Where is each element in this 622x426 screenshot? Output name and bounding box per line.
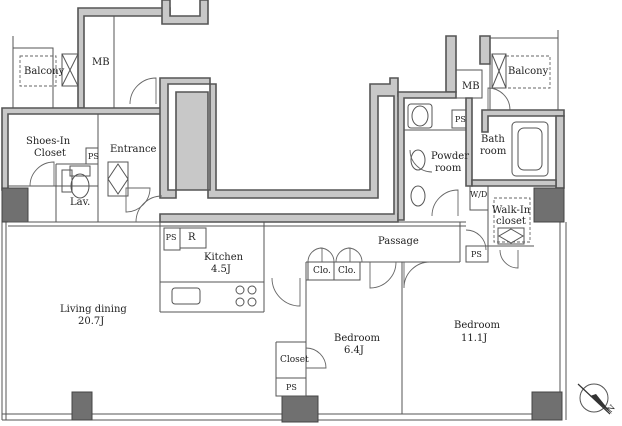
powder-room-label-2: room xyxy=(435,163,462,174)
ps-walkin-label: PS xyxy=(471,250,482,259)
balcony-left-label: Balcony xyxy=(24,66,65,77)
balcony-right-outline xyxy=(445,30,559,111)
clo-2-label: Clo. xyxy=(338,266,356,276)
ps-kitchen-label: PS xyxy=(165,233,177,242)
shoes-closet-label-2: Closet xyxy=(34,148,66,159)
refrigerator-label: R xyxy=(188,232,196,243)
passage-label: Passage xyxy=(378,236,419,247)
bath-label-2: room xyxy=(480,146,507,157)
kitchen-label: Kitchen xyxy=(204,252,244,263)
living-dining-size-label: 20.7J xyxy=(78,316,105,327)
closet-label: Closet xyxy=(280,355,309,365)
clo-1-label: Clo. xyxy=(313,266,331,276)
ps-bath-label: PS xyxy=(455,115,466,124)
living-dining-label: Living dining xyxy=(60,304,127,315)
bedroom-2-label: Bedroom xyxy=(454,320,500,331)
walk-in-closet-label-2: closet xyxy=(496,216,526,227)
bedroom-2-size-label: 11.1J xyxy=(461,333,488,344)
north-arrow-icon xyxy=(577,383,612,415)
mb-left-label: MB xyxy=(92,57,110,68)
pillars xyxy=(1,187,565,423)
kitchen-size-label: 4.5J xyxy=(211,264,231,275)
shoes-closet-label-1: Shoes-In xyxy=(26,136,71,147)
ps-bedroom-label: PS xyxy=(286,383,297,392)
balcony-right-label: Balcony xyxy=(508,66,549,77)
doors xyxy=(29,149,519,369)
ps-entry-label: PS xyxy=(88,152,99,161)
bedroom-1-label: Bedroom xyxy=(334,333,380,344)
entrance-label: Entrance xyxy=(110,144,157,155)
outer-window-lines xyxy=(1,222,567,421)
fixtures xyxy=(61,103,549,307)
powder-room-label-1: Powder xyxy=(431,151,470,162)
mb-right-label: MB xyxy=(462,81,480,92)
bath-label-1: Bath xyxy=(481,134,505,145)
interior-partitions xyxy=(8,97,534,414)
wd-label: W/D xyxy=(470,190,488,199)
lav-label: Lav. xyxy=(70,197,91,208)
bedroom-1-size-label: 6.4J xyxy=(344,345,364,356)
walk-in-closet-label-1: Walk-In xyxy=(492,205,531,216)
